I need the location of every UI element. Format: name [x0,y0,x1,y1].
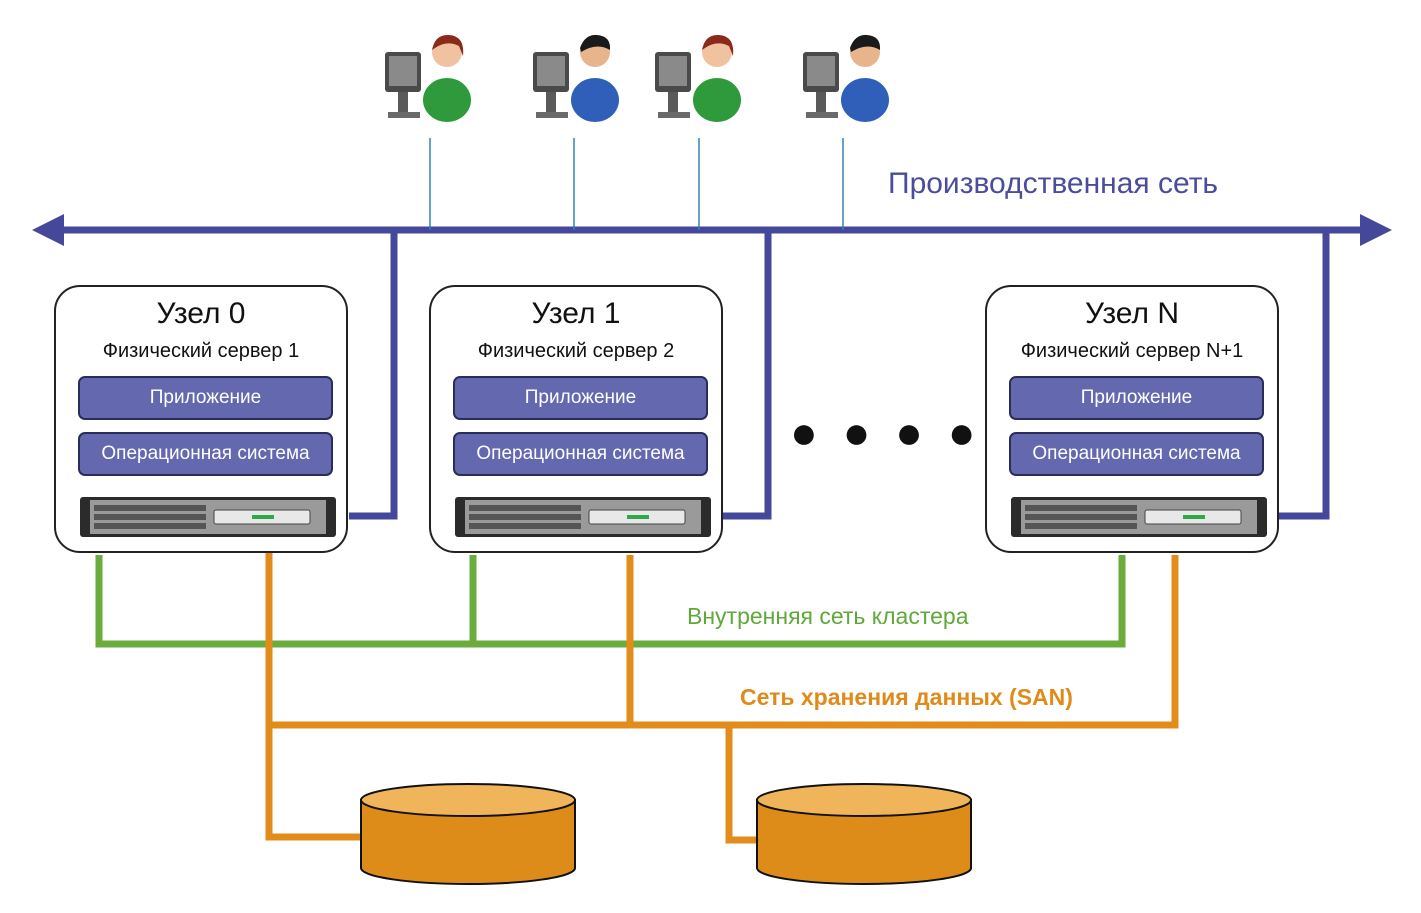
storage-disk-1 [360,783,576,885]
user-female-icon [385,34,471,122]
os-layer: Операционная система [78,432,333,476]
san-network [265,548,1179,844]
node-server-label: Физический сервер 2 [477,340,675,362]
server-rack-icon [1011,497,1267,537]
application-layer: Приложение [78,376,333,420]
node-server-label: Физический сервер 1 [102,340,300,362]
user-female-icon [655,34,741,122]
os-layer: Операционная система [1009,432,1264,476]
storage-disk-2 [756,783,972,885]
node-server-label: Физический сервер N+1 [1020,340,1244,362]
node-1: Узел 1 Физический сервер 2 Приложение Оп… [429,285,723,553]
application-layer: Приложение [1009,376,1264,420]
cluster-network [95,555,1126,648]
user-links [429,138,844,230]
user-male-icon [533,34,619,122]
san-network-label: Сеть хранения данных (SAN) [740,684,1073,710]
arrow-right-icon [1360,214,1392,246]
server-rack-icon [455,497,711,537]
arrow-left-icon [32,214,64,246]
node-title: Узел 0 [156,297,246,330]
server-rack-icon [80,497,336,537]
application-layer: Приложение [453,376,708,420]
node-0: Узел 0 Физический сервер 1 Приложение Оп… [54,285,348,553]
node-production-links [349,230,1330,520]
production-network-label: Производственная сеть [888,167,1219,200]
cluster-network-label: Внутренняя сеть кластера [687,603,969,629]
os-layer: Операционная система [453,432,708,476]
node-title: Узел 1 [531,297,621,330]
node-n: Узел N Физический сервер N+1 Приложение … [985,285,1279,553]
user-male-icon [803,34,889,122]
node-title: Узел N [1085,297,1179,330]
